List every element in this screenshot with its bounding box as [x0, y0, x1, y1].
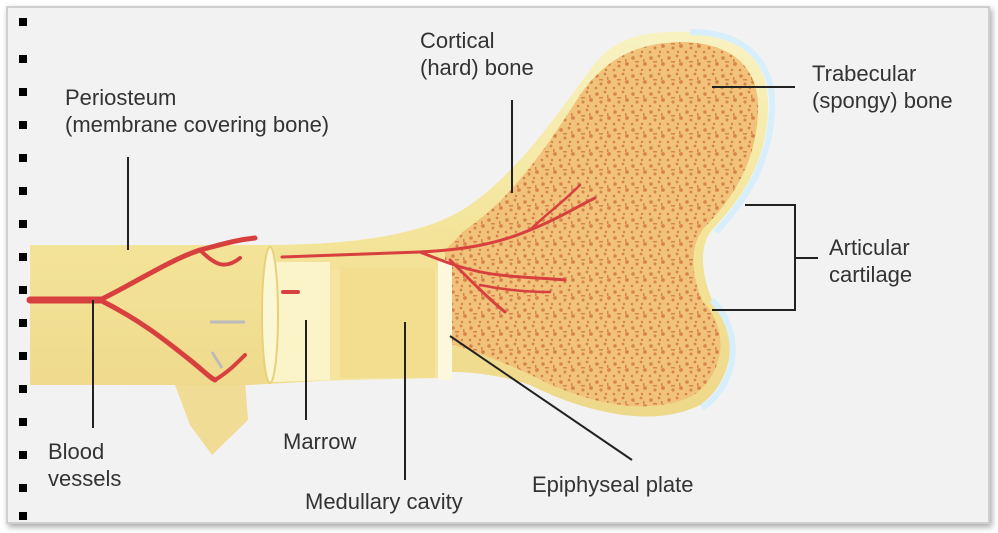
- label-medullary-cavity: Medullary cavity: [305, 488, 463, 515]
- label-blood-vessels: Blood vessels: [48, 438, 121, 492]
- shaft-cut-end: [262, 247, 278, 383]
- label-trabecular-bone: Trabecular (spongy) bone: [812, 60, 953, 114]
- marrow-block: [272, 262, 330, 382]
- label-epiphyseal-plate: Epiphyseal plate: [532, 471, 693, 498]
- label-articular-cartilage: Articular cartilage: [829, 234, 912, 288]
- label-marrow: Marrow: [283, 428, 356, 455]
- label-cortical-bone: Cortical (hard) bone: [420, 27, 534, 81]
- margin-markers: [19, 18, 27, 520]
- epiphyseal-plate-shape: [438, 260, 452, 380]
- label-periosteum: Periosteum (membrane covering bone): [65, 84, 329, 138]
- bone-fragment: [175, 380, 248, 455]
- marrow-inner: [340, 268, 435, 378]
